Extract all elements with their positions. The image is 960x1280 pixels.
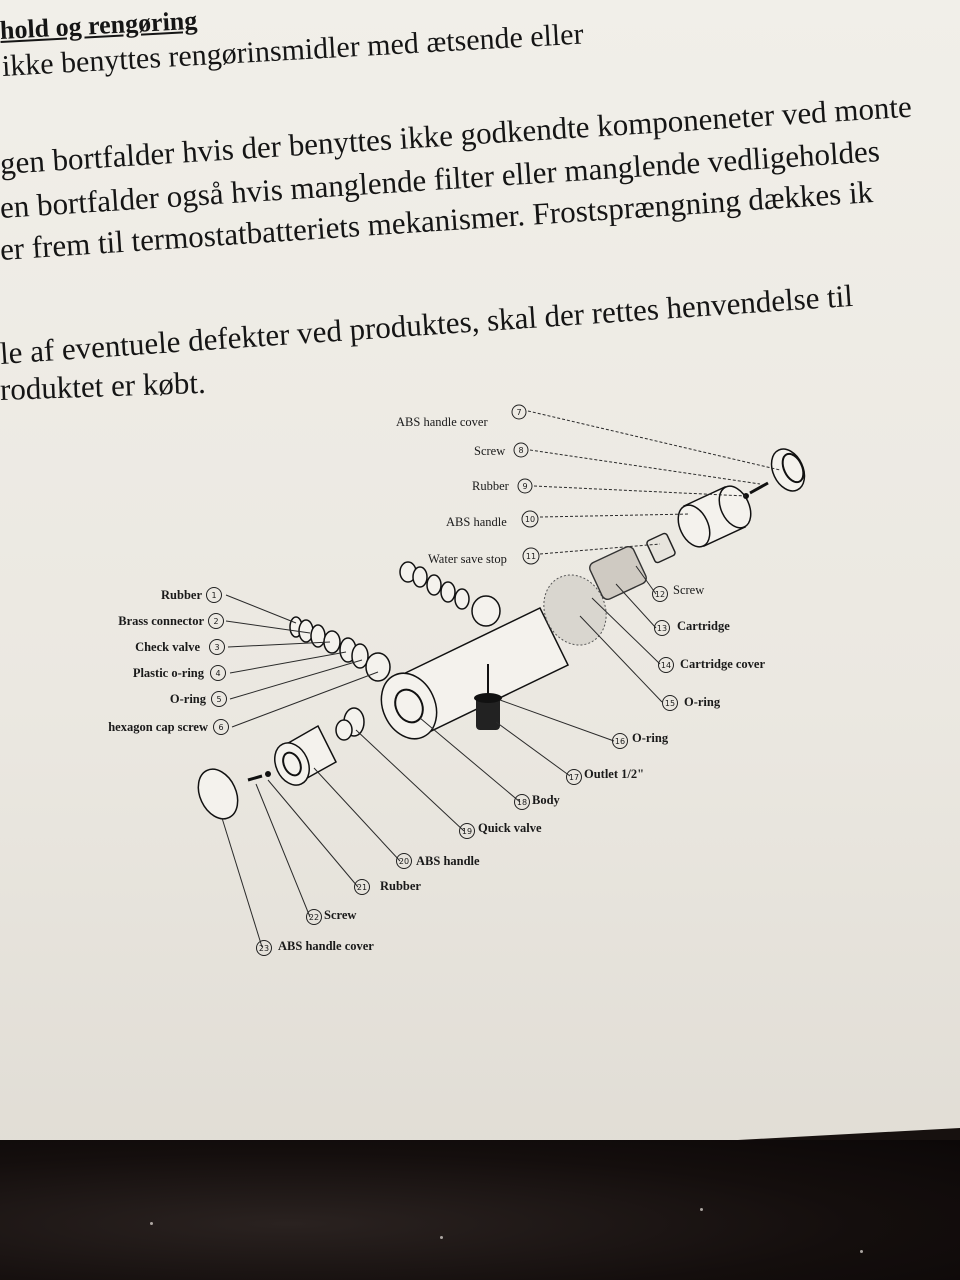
callout-num-3: 3 bbox=[214, 643, 219, 652]
labels-top: ABS handle cover 7 Screw 8 Rubber 9 ABS … bbox=[396, 404, 540, 566]
callout-circle bbox=[208, 613, 224, 629]
label-cartridge-13: Cartridge bbox=[677, 619, 730, 633]
callout-circle bbox=[206, 587, 222, 603]
callout-circle bbox=[209, 639, 225, 655]
callout-num-9: 9 bbox=[522, 482, 527, 491]
callout-num-12: 12 bbox=[655, 590, 665, 599]
speck bbox=[860, 1250, 863, 1253]
callout-num-17: 17 bbox=[569, 773, 579, 782]
label-outlet-17: Outlet 1/2" bbox=[584, 767, 644, 781]
callout-num-22: 22 bbox=[309, 913, 319, 922]
speck bbox=[150, 1222, 153, 1225]
callout-num-1: 1 bbox=[211, 591, 216, 600]
callout-circle bbox=[662, 695, 678, 711]
label-quick-valve-19: Quick valve bbox=[478, 821, 542, 835]
callout-num-19: 19 bbox=[462, 827, 472, 836]
callout-num-16: 16 bbox=[615, 737, 625, 746]
callout-circle bbox=[211, 691, 227, 707]
label-hexagon-cap-screw-6: hexagon cap screw bbox=[108, 720, 208, 734]
outlet-part bbox=[474, 664, 502, 730]
label-abs-handle-20: ABS handle bbox=[416, 854, 480, 868]
callout-num-20: 20 bbox=[399, 857, 409, 866]
label-abs-handle-cover-23: ABS handle cover bbox=[278, 939, 374, 953]
left-fittings bbox=[289, 616, 391, 682]
callout-circle bbox=[522, 547, 540, 565]
leader-lines bbox=[221, 410, 781, 948]
callout-num-11: 11 bbox=[526, 552, 536, 561]
callout-circle bbox=[396, 853, 412, 869]
callout-circle bbox=[658, 657, 674, 673]
callout-circle bbox=[513, 442, 529, 458]
callout-num-15: 15 bbox=[665, 699, 675, 708]
callout-num-18: 18 bbox=[517, 798, 527, 807]
callout-num-23: 23 bbox=[259, 944, 269, 953]
callout-circle bbox=[521, 510, 539, 528]
callout-circle bbox=[652, 586, 668, 602]
labels-bottom: 18 Body 19 Quick valve 20 ABS handle 21 … bbox=[256, 793, 561, 956]
callout-circle bbox=[306, 909, 322, 925]
callout-num-8: 8 bbox=[518, 446, 523, 455]
label-screw-8: Screw bbox=[474, 444, 505, 458]
callout-circle bbox=[517, 478, 533, 494]
body-part bbox=[380, 574, 607, 740]
label-rubber-21: Rubber bbox=[380, 879, 421, 893]
table-background bbox=[0, 1140, 960, 1280]
callout-num-14: 14 bbox=[661, 661, 671, 670]
callout-num-5: 5 bbox=[216, 695, 221, 704]
callout-circle bbox=[210, 665, 226, 681]
labels-right: 12 Screw 13 Cartridge 14 Cartridge cover… bbox=[566, 583, 765, 785]
label-brass-connector-2: Brass connector bbox=[118, 614, 204, 628]
callout-circle bbox=[459, 823, 475, 839]
callout-num-6: 6 bbox=[218, 723, 223, 732]
label-plastic-o-ring-4: Plastic o-ring bbox=[133, 666, 205, 680]
label-rubber-1: Rubber bbox=[161, 588, 202, 602]
speck bbox=[700, 1208, 703, 1211]
label-abs-handle-cover-7: ABS handle cover bbox=[396, 415, 488, 429]
callout-circle bbox=[514, 794, 530, 810]
left-handle-part bbox=[197, 707, 365, 820]
callout-num-7: 7 bbox=[516, 408, 521, 417]
right-handle-part bbox=[677, 448, 806, 548]
callout-num-13: 13 bbox=[657, 624, 667, 633]
callout-circle bbox=[213, 719, 229, 735]
label-o-ring-5: O-ring bbox=[170, 692, 207, 706]
label-o-ring-16: O-ring bbox=[632, 731, 669, 745]
callout-num-4: 4 bbox=[215, 669, 220, 678]
callout-circle bbox=[256, 940, 272, 956]
callout-circle bbox=[612, 733, 628, 749]
cartridge-part bbox=[589, 532, 676, 600]
label-screw-22: Screw bbox=[324, 908, 356, 922]
label-water-save-stop-11: Water save stop bbox=[428, 552, 507, 566]
speck bbox=[440, 1236, 443, 1239]
callout-circle bbox=[654, 620, 670, 636]
label-o-ring-15: O-ring bbox=[684, 695, 721, 709]
callout-circle bbox=[511, 404, 527, 420]
label-screw-12: Screw bbox=[673, 583, 704, 597]
callout-num-10: 10 bbox=[525, 515, 535, 524]
label-body-18: Body bbox=[532, 793, 561, 807]
callout-num-21: 21 bbox=[357, 883, 367, 892]
callout-circle bbox=[354, 879, 370, 895]
label-cartridge-cover-14: Cartridge cover bbox=[680, 657, 765, 671]
labels-left: Rubber 1 Brass connector 2 Check valve 3… bbox=[108, 587, 229, 735]
upper-fittings bbox=[399, 561, 501, 627]
callout-num-2: 2 bbox=[213, 617, 218, 626]
label-rubber-9: Rubber bbox=[472, 479, 510, 493]
label-abs-handle-10: ABS handle bbox=[446, 515, 507, 529]
callout-circle bbox=[566, 769, 582, 785]
label-check-valve-3: Check valve bbox=[135, 640, 200, 654]
